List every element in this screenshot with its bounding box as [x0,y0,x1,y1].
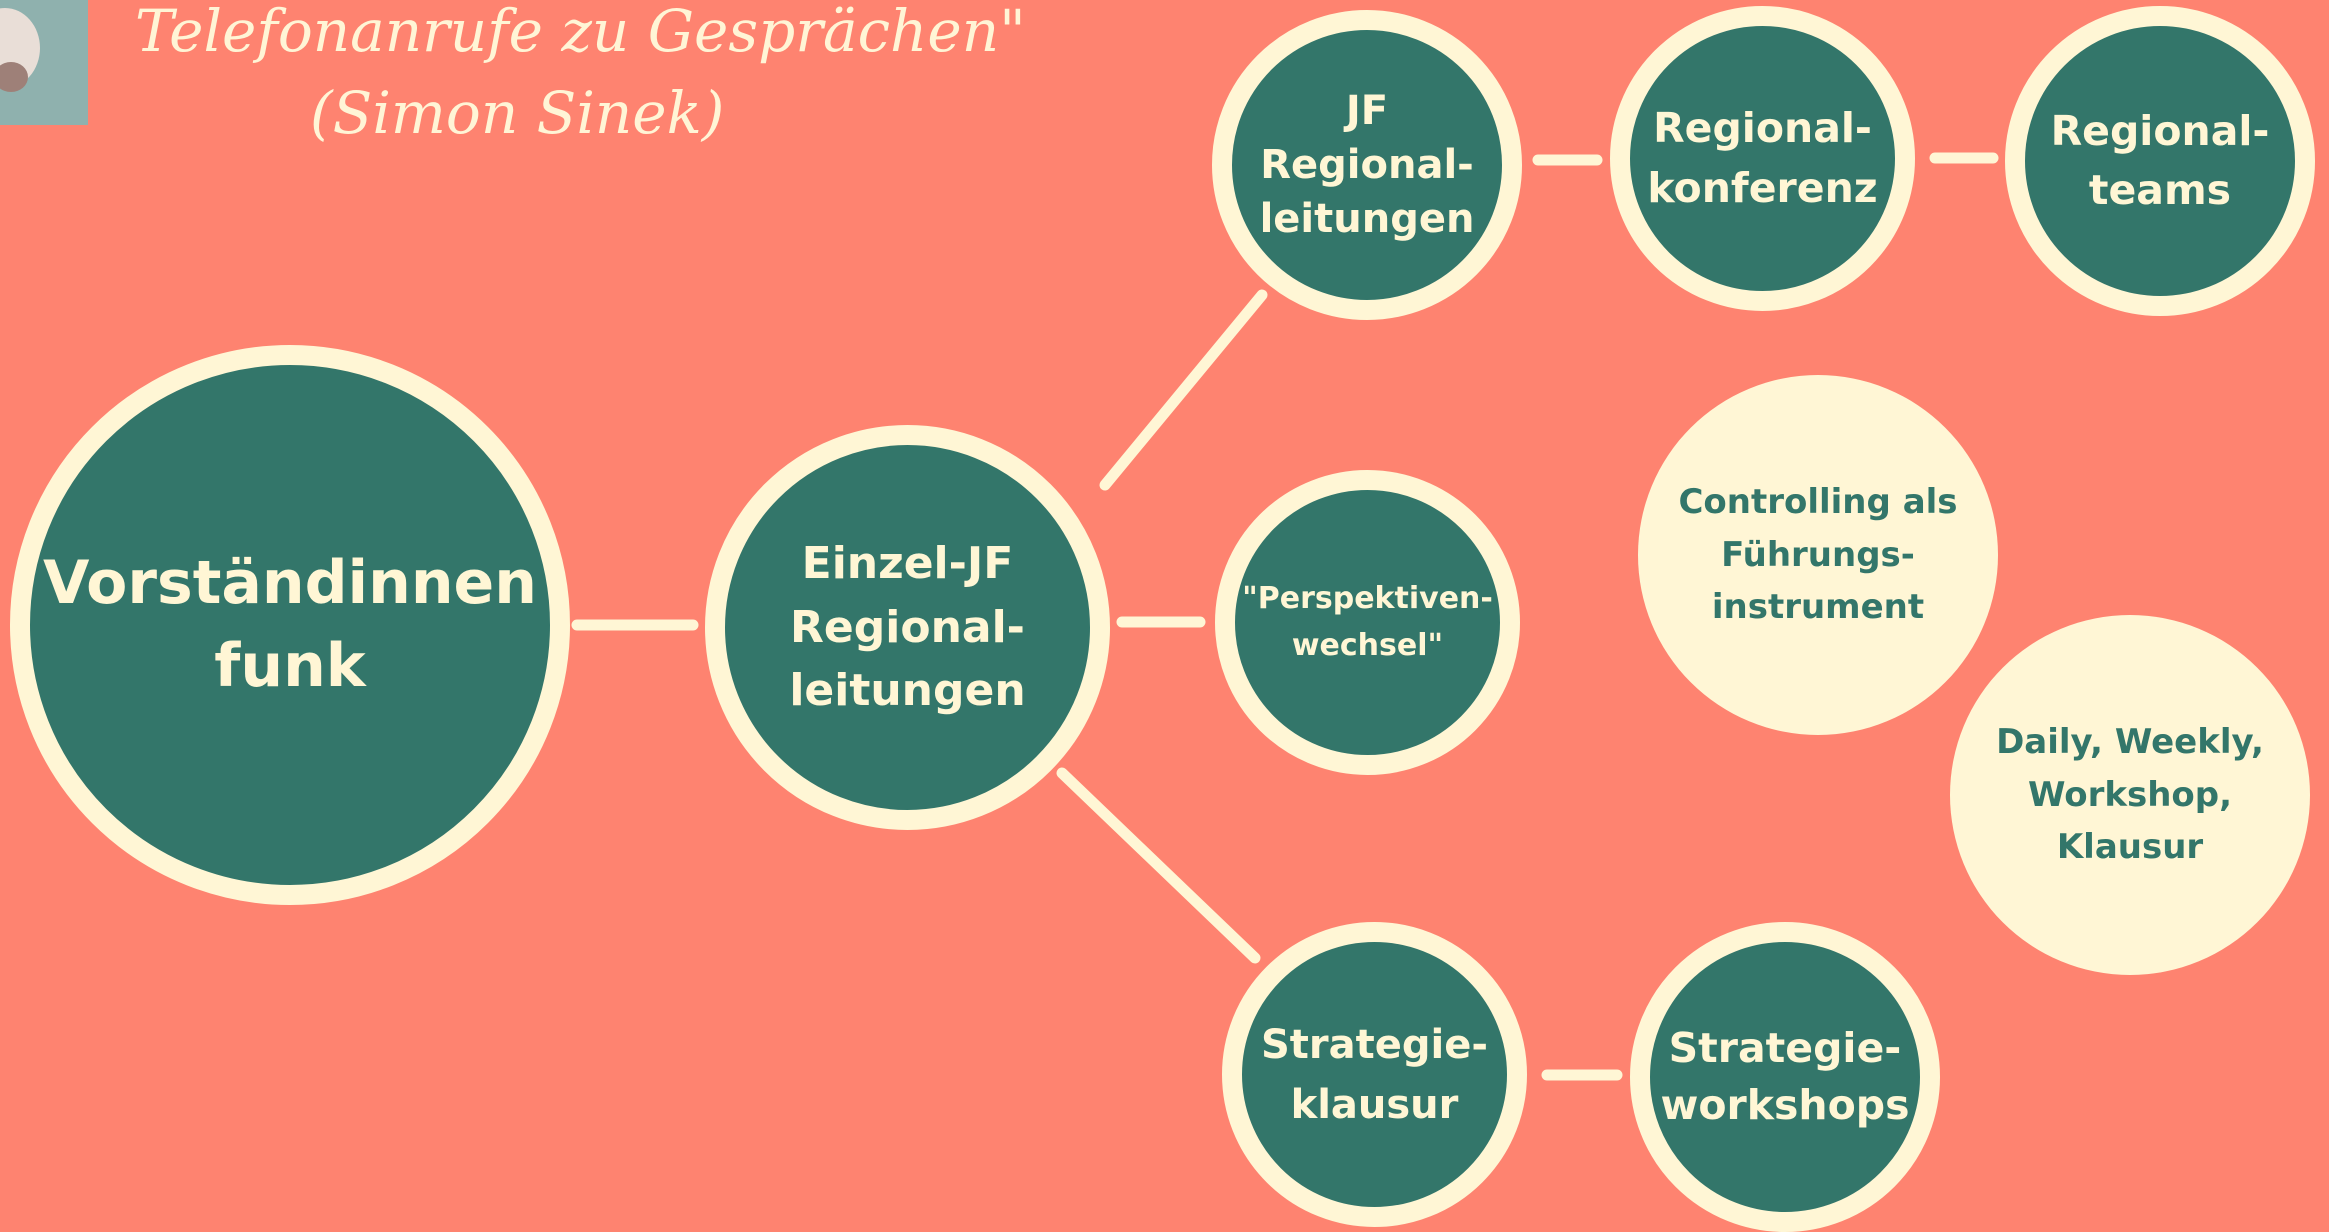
quote-text: Telefonanrufe zu Gesprächen" [135,0,1026,65]
node-label: "Perspektiven- wechsel" [1242,581,1493,663]
bulb-base-shape [0,62,28,92]
node-label: Vorständinnen funk [43,548,537,701]
link-einzel-strategieklausur [1056,767,1261,964]
node-label: Regional- teams [2050,106,2270,214]
node-label: Einzel-JF Regional- leitungen [789,537,1026,717]
node-label: Daily, Weekly, Workshop, Klausur [1996,721,2264,868]
lightbulb-image [0,0,88,125]
node-vorstaendinnenfunk: Vorständinnen funk [10,345,570,905]
node-label: Strategie- workshops [1660,1023,1910,1129]
node-label: Controlling als Führungs- instrument [1678,481,1958,628]
node-jf-regionalleitungen: JF Regional- leitungen [1212,10,1522,320]
node-label: Strategie- klausur [1261,1021,1488,1128]
node-regionalkonferenz: Regional- konferenz [1610,6,1915,311]
node-strategieklausur: Strategie- klausur [1222,922,1527,1227]
quote-author: (Simon Sinek) [310,79,725,147]
node-controlling: Controlling als Führungs- instrument [1638,375,1998,735]
node-daily-weekly: Daily, Weekly, Workshop, Klausur [1950,615,2310,975]
node-strategieworkshops: Strategie- workshops [1630,922,1940,1232]
link-einzel-jf [1099,289,1268,491]
node-einzel-jf-regionalleitungen: Einzel-JF Regional- leitungen [705,425,1110,830]
node-perspektivenwechsel: "Perspektiven- wechsel" [1215,470,1520,775]
node-label: JF Regional- leitungen [1259,88,1475,242]
node-label: Regional- konferenz [1647,104,1878,212]
node-regionalteams: Regional- teams [2005,6,2315,316]
